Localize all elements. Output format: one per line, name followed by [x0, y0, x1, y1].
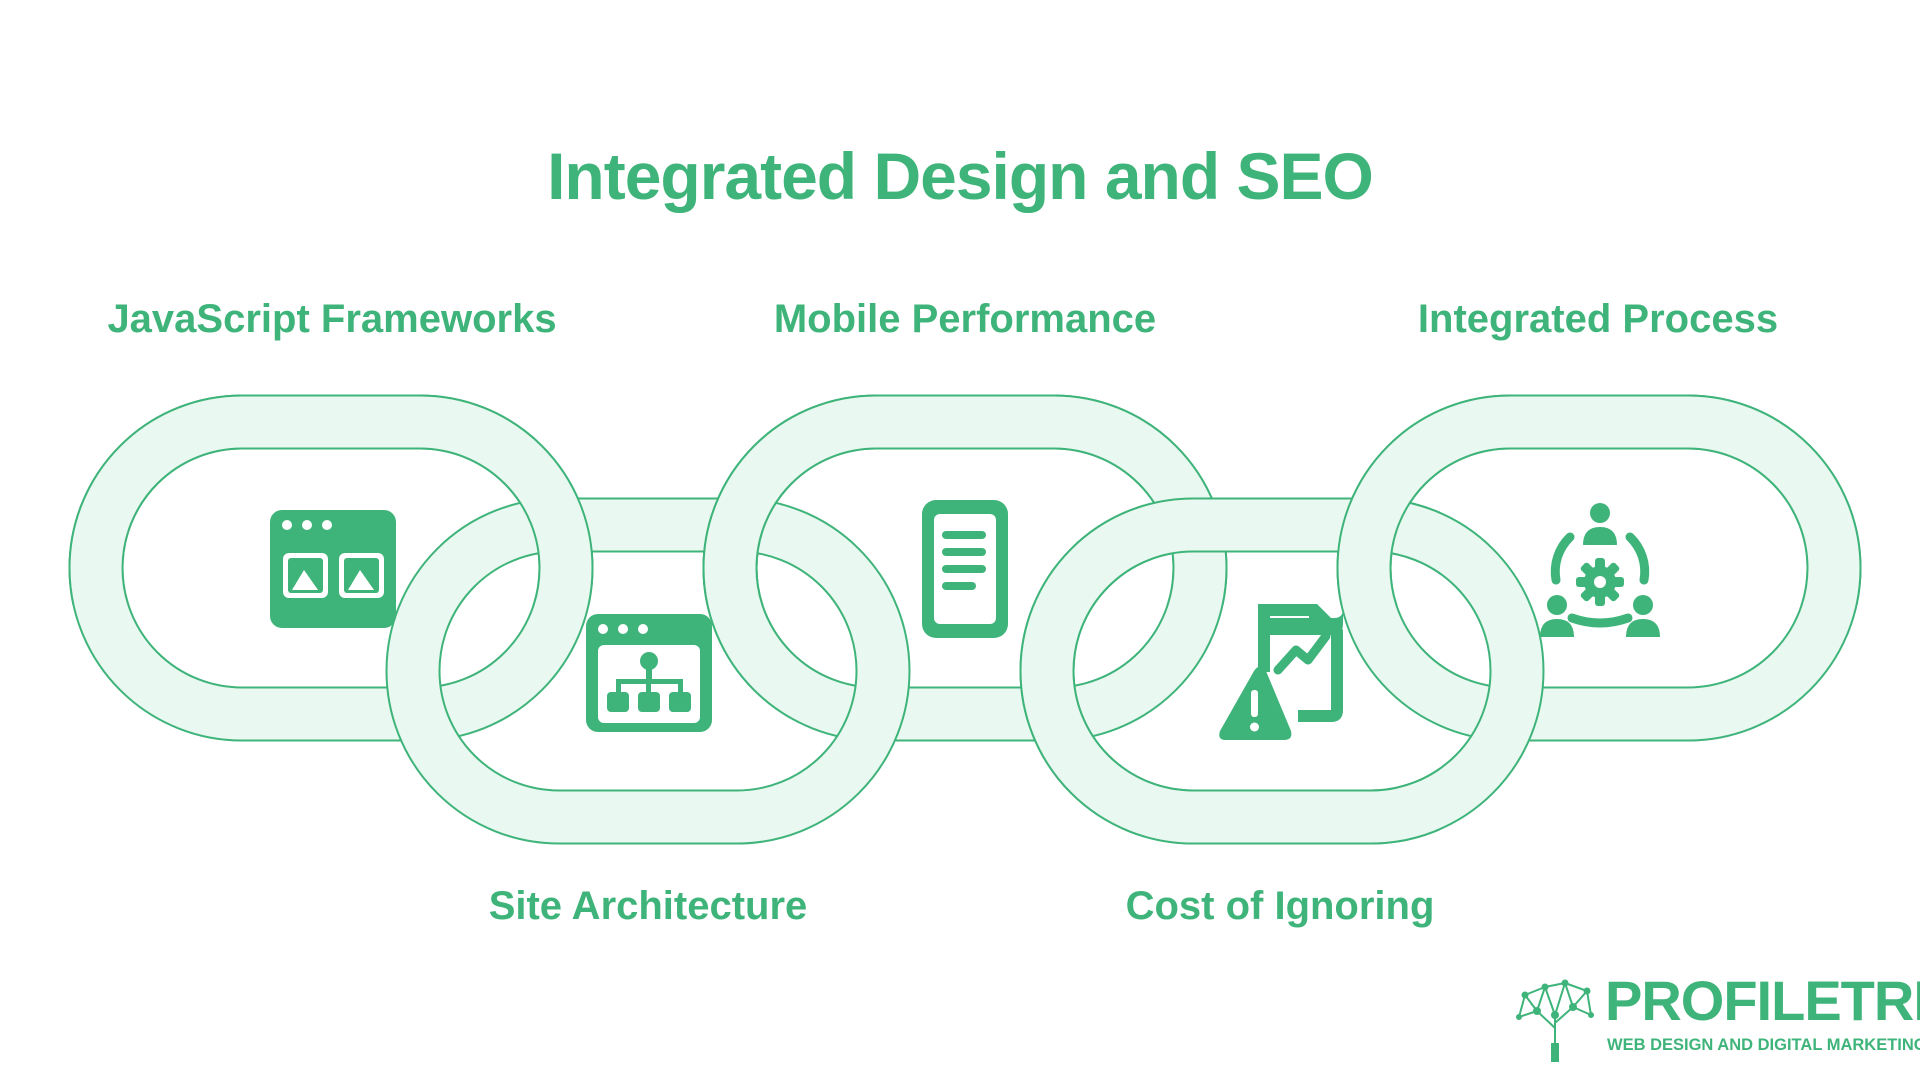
label-mobile-performance: Mobile Performance [773, 297, 1157, 341]
chain-link-1-overlay [68, 394, 594, 605]
warning-chart-icon [1219, 604, 1343, 740]
browser-images-icon [270, 510, 396, 628]
mobile-phone-icon [922, 500, 1008, 638]
label-integrated-process: Integrated Process [1417, 297, 1779, 341]
browser-sitemap-icon [586, 614, 712, 732]
logo-tagline: WEB DESIGN AND DIGITAL MARKETING [1607, 1036, 1920, 1054]
chain-link-4-overlay [1019, 497, 1440, 845]
team-gear-icon [1540, 503, 1660, 637]
chain-link-2 [385, 497, 911, 845]
page-title: Integrated Design and SEO [547, 139, 1374, 213]
chain-link-3-overlay-right [702, 394, 1228, 605]
label-cost-of-ignoring: Cost of Ignoring [1125, 884, 1435, 928]
logo-wordmark: PROFILETREE [1605, 969, 1920, 1032]
profiletree-logo: PROFILETREE WEB DESIGN AND DIGITAL MARKE… [1515, 968, 1920, 1068]
chain-link-5-overlay [1336, 394, 1862, 605]
label-javascript-frameworks: JavaScript Frameworks [107, 297, 557, 341]
label-site-architecture: Site Architecture [488, 884, 808, 928]
tree-network-icon [1516, 979, 1594, 1062]
